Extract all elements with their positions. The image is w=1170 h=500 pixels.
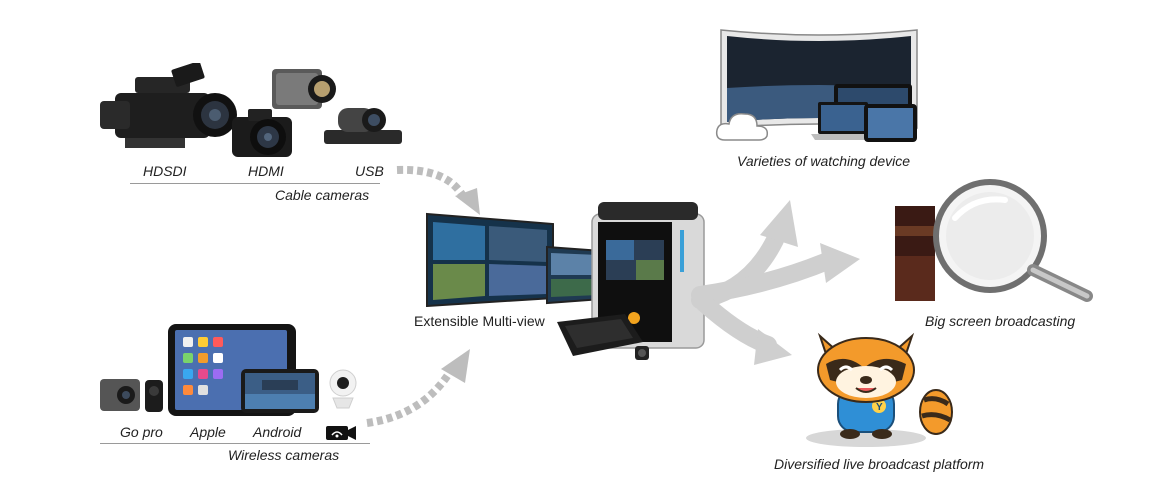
mascot-badge-letter: Y [876, 402, 883, 413]
dslr-camera-icon [232, 109, 292, 157]
body-camera-icon [145, 380, 163, 412]
multiview-monitor-right [546, 245, 604, 305]
cable-cameras-label: Cable cameras [275, 187, 370, 203]
keyboard-icon [557, 314, 643, 356]
smartphone-icon [241, 369, 319, 413]
apple-label: Apple [190, 424, 226, 440]
cloud-icon [715, 112, 769, 141]
watching-device-label: Varieties of watching device [737, 153, 911, 169]
action-camera-icon [100, 379, 140, 411]
wireless-cameras-group: Go pro Apple Android Wireless cameras [95, 320, 375, 470]
output-arrows [691, 200, 860, 365]
camcorder-icon [100, 63, 237, 148]
input-arrow-top [396, 165, 480, 215]
control-knob-icon [635, 346, 649, 360]
multiview-setup: Extensible Multi-view [414, 200, 720, 370]
wifi-camera-icon [329, 369, 357, 409]
video-camera-icon [326, 426, 356, 440]
mascot-raccoon-icon: Y [806, 332, 953, 447]
laptop-icon [811, 102, 874, 140]
live-platform-label: Diversified live broadcast platform [774, 456, 985, 472]
android-label: Android [253, 424, 302, 440]
small-tablet-icon [864, 104, 917, 142]
live-platform-group: Y Diversified live broadcast platform [770, 330, 1010, 480]
cable-cameras-group: HDSDI HDMI USB Cable cameras [95, 55, 415, 205]
box-camera-icon [272, 69, 336, 109]
gopro-label: Go pro [120, 424, 163, 440]
ptz-camera-icon [324, 108, 402, 144]
multiview-label: Extensible Multi-view [414, 313, 545, 329]
big-screen-group: Big screen broadcasting [895, 178, 1095, 333]
usb-label: USB [355, 163, 384, 179]
input-arrow-bottom [366, 349, 470, 427]
cable-divider [130, 183, 380, 184]
big-screen-label: Big screen broadcasting [925, 313, 1076, 329]
stadium-screen-icon [895, 206, 935, 301]
hdsdi-label: HDSDI [143, 163, 187, 179]
multiview-monitor-left [426, 212, 554, 307]
hdmi-label: HDMI [248, 163, 284, 179]
wireless-cameras-label: Wireless cameras [228, 447, 340, 463]
magnifier-icon [933, 179, 1093, 302]
wireless-divider [100, 443, 370, 444]
watching-devices-group: Varieties of watching device [715, 28, 925, 178]
